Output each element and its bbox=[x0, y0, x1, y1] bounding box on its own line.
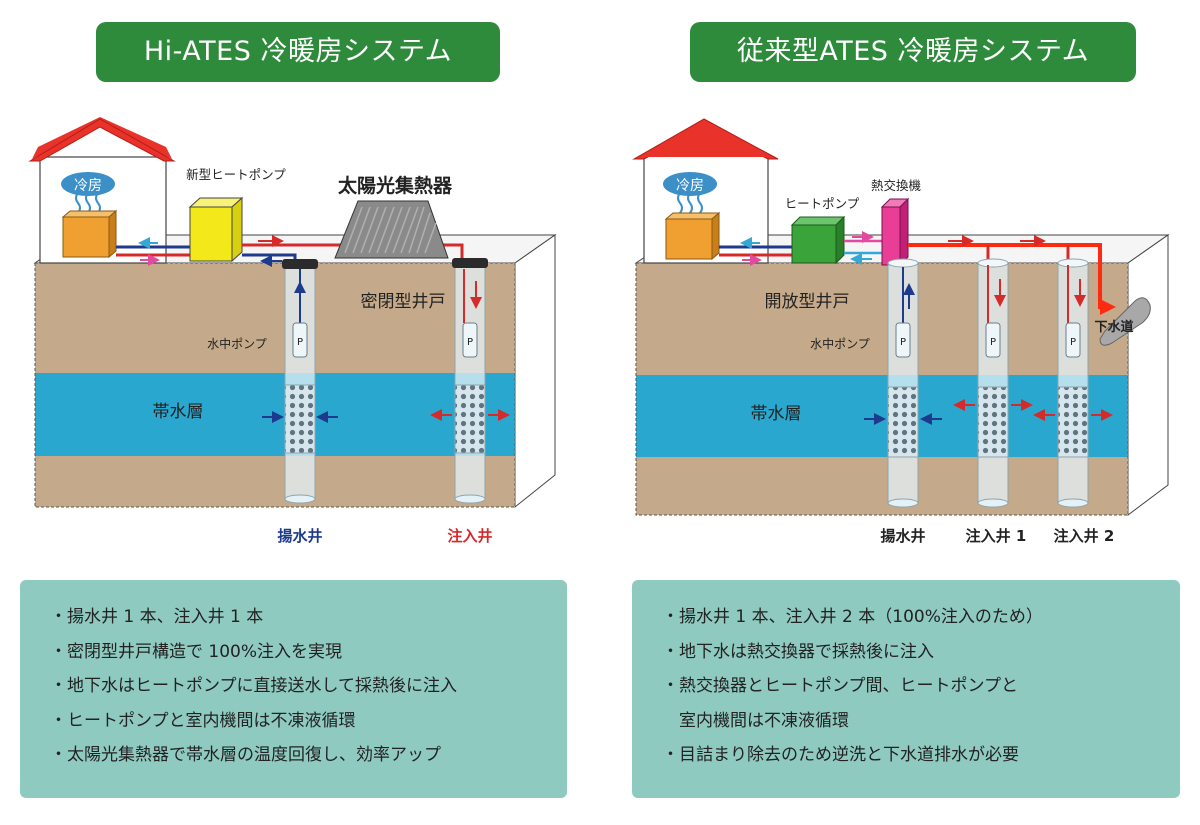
cooling-label: 冷房 bbox=[74, 178, 102, 194]
heat-pump-label: ヒートポンプ bbox=[785, 196, 860, 211]
soil-layer-lower bbox=[636, 457, 1128, 515]
note-item-continuation: 室内機間は不凍液循環 bbox=[679, 710, 849, 731]
note-item: 地下水は熱交換器で採熱後に注入 bbox=[662, 635, 1180, 670]
aquifer-label: 帯水層 bbox=[153, 402, 204, 422]
pump-mark: P bbox=[990, 337, 996, 348]
cooling-cloud bbox=[663, 172, 717, 196]
ates-system-diagrams: 冷房 新型ヒートポンプ 太陽光集熱器 bbox=[28, 117, 1170, 545]
house: 冷房 bbox=[28, 117, 176, 264]
pump-mark: P bbox=[467, 337, 473, 348]
note-item: 揚水井 1 本、注入井 1 本 bbox=[50, 600, 567, 635]
note-item: 目詰まり除去のため逆洗と下水道排水が必要 bbox=[662, 738, 1180, 773]
pumping-well-label: 揚水井 bbox=[880, 527, 925, 545]
pump-label: 水中ポンプ bbox=[207, 336, 267, 351]
cool-air-icon bbox=[75, 192, 101, 214]
note-item: 熱交換器とヒートポンプ間、ヒートポンプと bbox=[662, 669, 1180, 704]
injection-well-1-label: 注入井 1 bbox=[966, 527, 1027, 545]
note-item: 地下水はヒートポンプに直接送水して採熱後に注入 bbox=[50, 669, 567, 704]
pump-mark: P bbox=[1070, 337, 1076, 348]
note-item: 密閉型井戸構造で 100%注入を実現 bbox=[50, 635, 567, 670]
submersible-pump bbox=[292, 322, 308, 358]
soil-layer-upper bbox=[636, 263, 1128, 375]
indoor-unit bbox=[665, 218, 713, 260]
heat-exchanger: 熱交換機 bbox=[871, 178, 922, 267]
note-item: ヒートポンプと室内機間は不凍液循環 bbox=[50, 704, 567, 739]
cooling-cloud bbox=[61, 172, 115, 196]
pumping-well: P bbox=[864, 258, 942, 508]
injection-well: P bbox=[430, 258, 510, 504]
pumping-well: P bbox=[262, 259, 338, 504]
hi-ates-title: Hi-ATES 冷暖房システム bbox=[96, 22, 500, 82]
heat-pump: ヒートポンプ bbox=[785, 196, 860, 265]
well-seal-cap bbox=[282, 259, 318, 269]
pump-mark: P bbox=[297, 337, 303, 348]
solar-collector-label: 太陽光集熱器 bbox=[338, 174, 453, 197]
pumping-well-label: 揚水井 bbox=[277, 527, 322, 545]
sewer-pipe: 下水道 bbox=[1094, 297, 1151, 346]
pump-mark: P bbox=[900, 337, 906, 348]
new-heat-pump: 新型ヒートポンプ bbox=[186, 167, 286, 263]
well-type-label: 開放型井戸 bbox=[765, 292, 850, 312]
submersible-pump bbox=[895, 322, 911, 358]
injection-well-label: 注入井 bbox=[447, 527, 492, 545]
injection-well-2-label: 注入井 2 bbox=[1054, 527, 1115, 545]
cooling-label: 冷房 bbox=[676, 178, 704, 194]
conventional-ates-title: 従来型ATES 冷暖房システム bbox=[690, 22, 1136, 82]
conventional-ates-diagram: 冷房 ヒートポンプ 熱交換機 bbox=[632, 118, 1170, 545]
heat-pump-label: 新型ヒートポンプ bbox=[186, 167, 286, 182]
solar-collector: 太陽光集熱器 bbox=[334, 174, 453, 259]
note-item: 太陽光集熱器で帯水層の温度回復し、効率アップ bbox=[50, 738, 567, 773]
note-item: 揚水井 1 本、注入井 2 本（100%注入のため） bbox=[662, 600, 1180, 635]
hi-ates-diagram: 冷房 新型ヒートポンプ 太陽光集熱器 bbox=[28, 117, 557, 545]
cool-air-icon bbox=[677, 192, 703, 214]
injection-well-1: P bbox=[953, 258, 1033, 508]
heat-exchanger-label: 熱交換機 bbox=[871, 178, 922, 193]
injection-well-2: P bbox=[1033, 258, 1113, 508]
well-seal-cap bbox=[452, 258, 488, 268]
conventional-ates-notes: 揚水井 1 本、注入井 2 本（100%注入のため） 地下水は熱交換器で採熱後に… bbox=[632, 580, 1180, 798]
house: 冷房 bbox=[632, 118, 779, 264]
pump-label: 水中ポンプ bbox=[810, 336, 870, 351]
soil-layer-upper bbox=[35, 263, 515, 373]
indoor-unit bbox=[62, 216, 110, 258]
hi-ates-notes: 揚水井 1 本、注入井 1 本 密閉型井戸構造で 100%注入を実現 地下水はヒ… bbox=[20, 580, 567, 798]
well-type-label: 密閉型井戸 bbox=[361, 292, 446, 312]
aquifer-label: 帯水層 bbox=[751, 404, 802, 424]
sewer-label: 下水道 bbox=[1094, 319, 1133, 335]
soil-layer-lower bbox=[35, 456, 515, 507]
